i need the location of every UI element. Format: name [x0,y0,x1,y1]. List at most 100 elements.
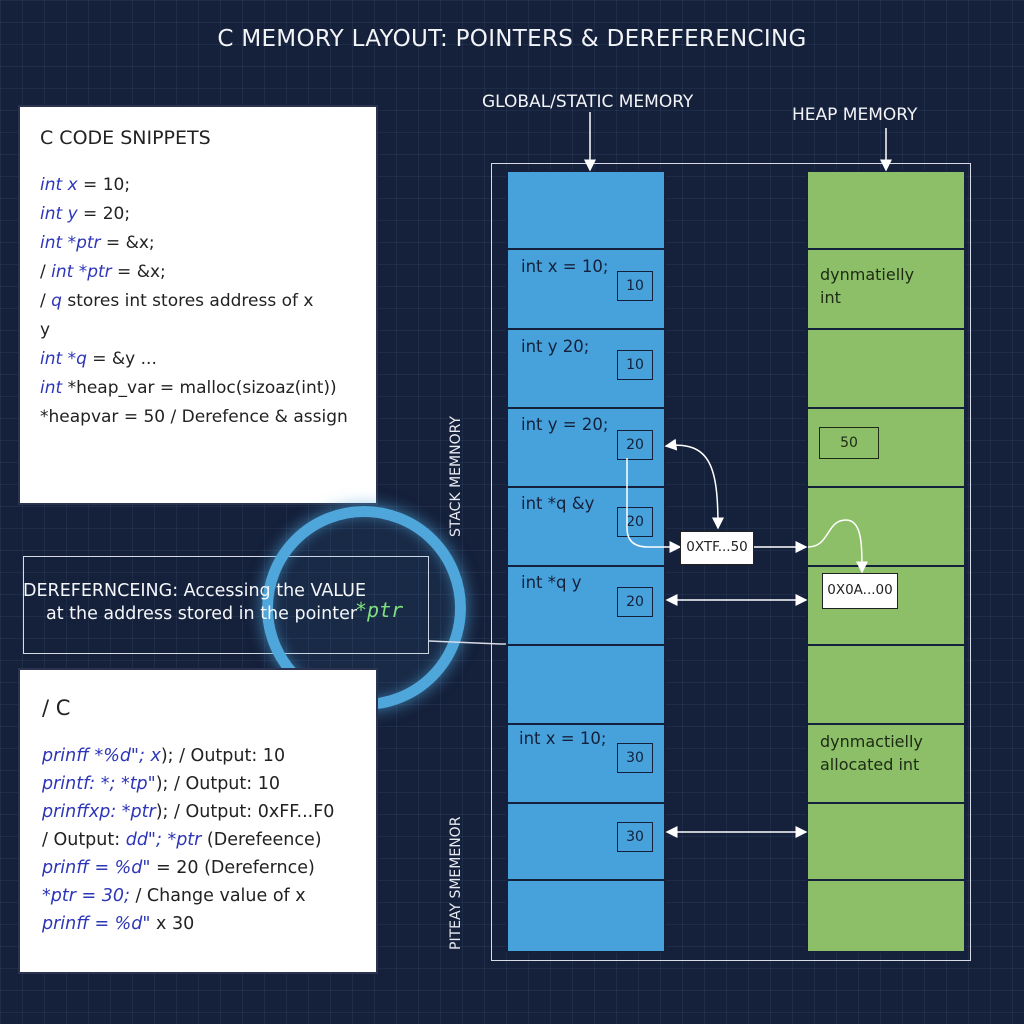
code-line: int y = 20; [40,204,130,224]
code-line-prefix: / [40,291,52,311]
code-keyword: prinffxp: *ptr [42,802,156,822]
code-line: int x = 10; [40,175,130,195]
row-divider [508,248,664,250]
bottom-memory-vertical-label: PITEAY SMEMENOR [448,816,464,950]
heap-address-box: 0X0A...00 [822,573,898,609]
code-line: / int *ptr = &x; [40,262,166,282]
row-divider [508,407,664,409]
code-panel-title: C CODE SNIPPETS [40,127,211,149]
row-divider [508,565,664,567]
code-line: int *heap_var = malloc(sizoaz(int)) [40,378,337,398]
code-keyword: int *ptr [40,233,101,253]
page-title: C MEMORY LAYOUT: POINTERS & DEREFERENCIN… [217,26,807,52]
global-static-memory-header: GLOBAL/STATIC MEMORY [482,92,694,112]
code-line-text: *heap_var = malloc(sizoaz(int)) [62,378,337,398]
heap-bottom-line-1: dynmactielly [820,732,923,751]
code-line-text: ); / Output: 0xFF...F0 [155,802,335,822]
stack-cell-value: 20 [617,587,653,617]
heap-bottom-line-2: allocated int [820,755,920,774]
stack-cell-value: 20 [617,430,653,460]
code-keyword: prinff = %d" [42,914,151,934]
code-line: *ptr = 30; / Change value of x [42,886,306,906]
heap-top-line-1: dynmatielly [820,265,915,284]
code-line-text: / Change value of x [129,886,306,906]
row-divider [508,328,664,330]
row-divider [808,486,964,488]
stack-cell-value: 30 [617,743,653,773]
code-keyword: prinff *%d"; x [42,746,161,766]
code-keyword: int [40,378,63,398]
code-keyword: *ptr = 30; [42,886,130,906]
callout-ptr-label: *ptr [355,598,404,622]
stack-cell-label: int x = 10; [519,729,607,748]
code-line-text: ); / Output: 10 [155,774,280,794]
code-keyword: int y [40,204,78,224]
code-line-text: stores int stores address of x [61,291,314,311]
code-keyword: int *q [40,349,87,369]
code-line-text: (Derefeence) [201,830,322,850]
row-divider [808,248,964,250]
code-line-prefix: / [40,262,52,282]
stack-cell-label: int *q y [521,573,582,592]
row-divider [508,802,664,804]
dereference-callout-text: DEREFERNCEING: Accessing the VALUE at th… [23,580,373,626]
code-line-text: *heapvar = 50 / Derefence & assign [40,407,348,427]
row-divider [808,723,964,725]
code-line-text: x 30 [150,914,195,934]
code-line-text: = &x; [100,233,155,253]
code-snippets-panel: C CODE SNIPPETS int x = 10;int y = 20;in… [18,105,378,505]
code-keyword: q [51,291,62,311]
code-keyword: int x [40,175,78,195]
heap-cell-text: dynmactielly allocated int [820,730,923,776]
row-divider [508,644,664,646]
code-line-text: ); / Output: 10 [160,746,286,766]
stack-cell-label: int x = 10; [521,257,609,276]
stack-memory-vertical-label: STACK MEMNORY [448,416,464,537]
stack-cell-label: int y 20; [521,337,590,356]
memory-frame [491,163,971,961]
code-keyword: prinff = %d" [42,858,151,878]
code-line: prinff = %d" = 20 (Derefernce) [42,858,315,878]
callout-line-1: DEREFERNCEING: Accessing the VALUE [23,581,367,601]
output-panel-title: / C [42,696,71,720]
row-divider [808,328,964,330]
code-line: / Output: dd"; *ptr (Derefeence) [42,830,322,850]
code-line: / q stores int stores address of x [40,291,313,311]
stack-cell-value: 30 [617,822,653,852]
code-line-text: = &y ... [86,349,157,369]
stack-cell-value: 20 [617,507,653,537]
code-keyword: printf: *; *tp" [42,774,156,794]
code-line: y [40,320,50,340]
row-divider [508,879,664,881]
code-line-text: = 20; [77,204,131,224]
stack-cell-label: int y = 20; [521,415,609,434]
row-divider [508,723,664,725]
code-keyword: dd"; *ptr [125,830,202,850]
code-line-text: y [40,320,51,340]
callout-line-2: at the address stored in the pointer [46,604,358,624]
heap-value-box: 50 [819,427,879,459]
code-keyword: int *ptr [51,262,112,282]
stack-cell-label: int *q &y [521,494,595,513]
code-line: prinff *%d"; x); / Output: 10 [42,746,285,766]
code-line: prinff = %d" x 30 [42,914,194,934]
row-divider [808,802,964,804]
row-divider [808,407,964,409]
code-line: *heapvar = 50 / Derefence & assign [40,407,348,427]
code-line-text: = &x; [111,262,166,282]
stack-cell-value: 10 [617,271,653,301]
code-line: int *ptr = &x; [40,233,155,253]
code-line: printf: *; *tp"); / Output: 10 [42,774,280,794]
code-line: prinffxp: *ptr); / Output: 0xFF...F0 [42,802,334,822]
row-divider [508,486,664,488]
stack-address-box: 0XTF...50 [680,531,754,565]
code-line-text: = 20 (Derefernce) [150,858,315,878]
heap-top-line-2: int [820,288,841,307]
code-line: int *q = &y ... [40,349,157,369]
heap-memory-header: HEAP MEMORY [792,105,918,125]
stack-cell-value: 10 [617,350,653,380]
heap-cell-text: dynmatielly int [820,263,914,309]
code-line-text: = 10; [77,175,131,195]
code-line-prefix: / Output: [42,830,126,850]
row-divider [808,644,964,646]
